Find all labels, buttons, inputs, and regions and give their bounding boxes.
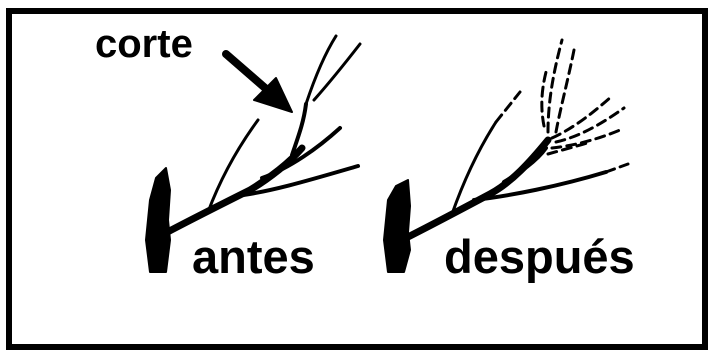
cut-label: corte [95, 22, 193, 66]
after-middle-branch [502, 146, 548, 184]
before-leader [290, 102, 308, 157]
after-branch [383, 120, 608, 273]
after-left-branch [450, 120, 498, 216]
after-trunk [383, 179, 411, 273]
before-main-limb [156, 144, 306, 240]
removed-leader-1 [546, 38, 564, 134]
removed-leader-3 [540, 70, 548, 128]
removed-growth [494, 38, 630, 174]
before-lower-branch [234, 164, 360, 198]
removed-left-tip [494, 90, 522, 124]
diagram-frame [6, 8, 708, 350]
before-label: antes [192, 230, 315, 283]
before-branch [145, 34, 362, 273]
before-left-branch [206, 118, 260, 214]
before-middle-branch [260, 126, 342, 180]
before-top-shoot-1 [304, 34, 338, 106]
removed-lower-tip [604, 162, 630, 174]
removed-shoot-2 [554, 106, 626, 144]
removed-shoot-3 [550, 128, 622, 150]
removed-shoot-1 [550, 94, 614, 140]
removed-shoot-4 [546, 140, 592, 156]
before-top-shoot-2 [312, 42, 362, 102]
after-main-limb [394, 136, 552, 246]
after-label: después [444, 230, 635, 283]
after-lower-branch [472, 170, 608, 202]
removed-leader-2 [554, 48, 576, 134]
before-trunk [145, 167, 171, 273]
cut-arrow [222, 50, 293, 113]
